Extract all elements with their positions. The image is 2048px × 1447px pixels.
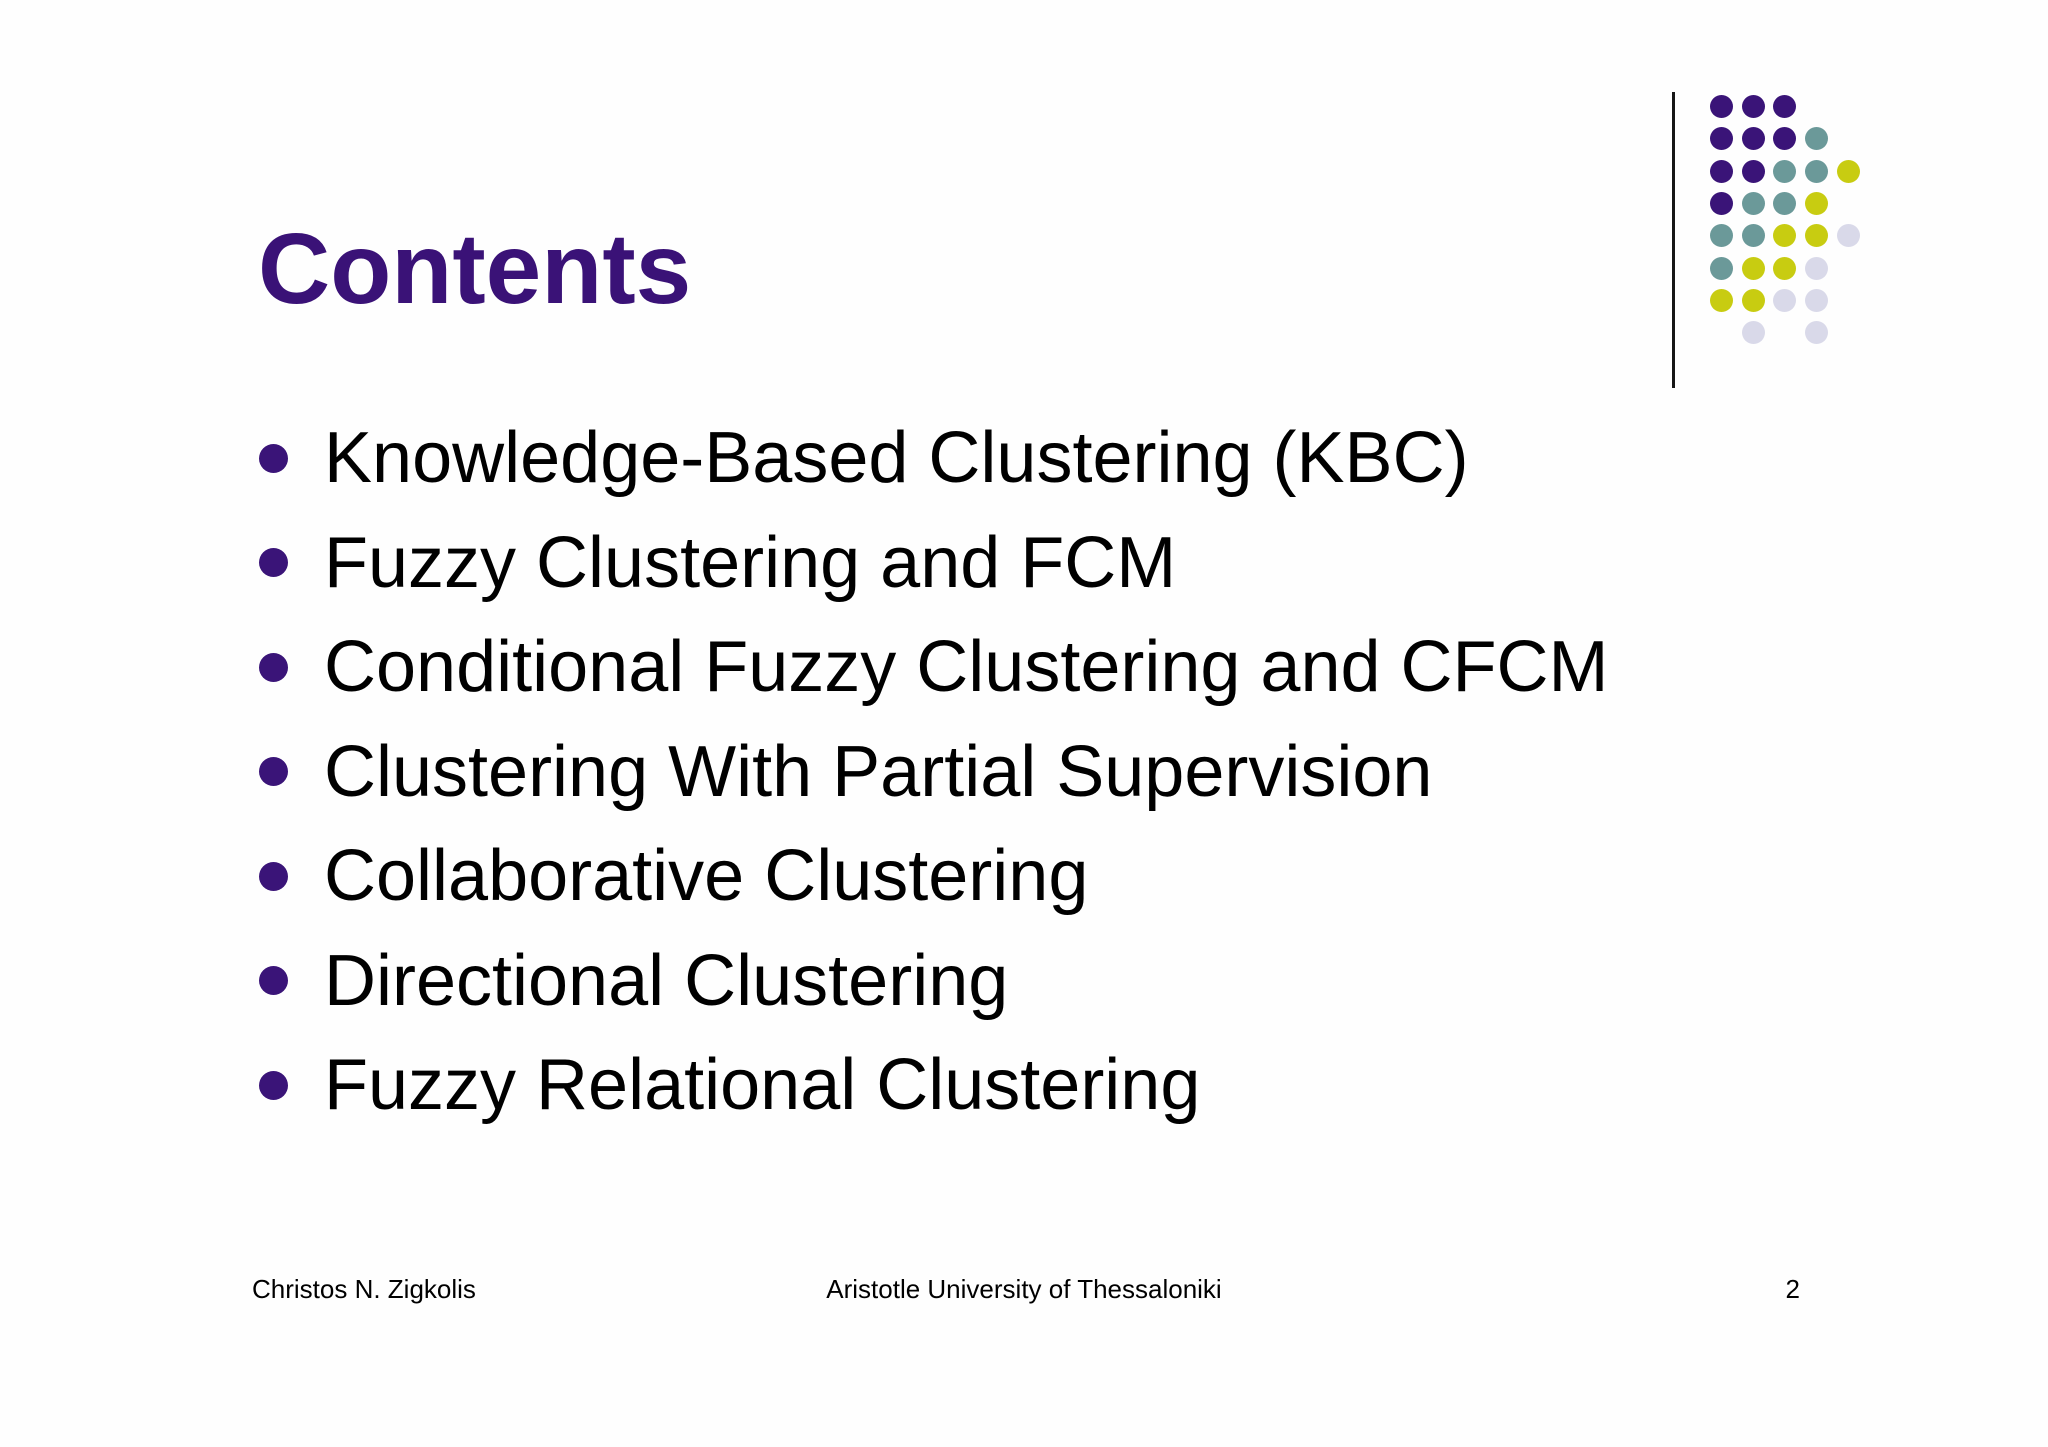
dot-icon [1710, 159, 1733, 183]
dot-icon [1805, 321, 1829, 345]
list-item-label: Knowledge-Based Clustering (KBC) [324, 418, 1469, 499]
dot-icon [1773, 159, 1797, 183]
list-item-label: Directional Clustering [324, 940, 1009, 1021]
dot-icon [1741, 127, 1765, 151]
list-item-label: Clustering With Partial Supervision [324, 731, 1433, 812]
footer: Christos N. Zigkolis Aristotle Universit… [0, 1274, 2048, 1306]
list-item-label: Fuzzy Clustering and FCM [324, 522, 1177, 603]
dot-icon [1805, 127, 1829, 151]
footer-institution: Aristotle University of Thessaloniki [826, 1274, 1222, 1304]
bullet-icon [259, 757, 288, 787]
list-item-label: Collaborative Clustering [324, 836, 1089, 917]
dot-icon [1741, 95, 1765, 118]
dot-icon [1773, 191, 1797, 215]
dot-icon [1805, 224, 1829, 248]
bullet-icon [259, 443, 288, 473]
dot-icon [1741, 288, 1765, 312]
vertical-divider [1672, 92, 1675, 388]
dot-icon [1805, 288, 1829, 312]
bullet-icon [259, 966, 288, 996]
list-item-label: Conditional Fuzzy Clustering and CFCM [324, 627, 1609, 708]
dot-icon [1836, 159, 1860, 183]
dot-icon [1710, 224, 1733, 248]
dot-icon [1773, 127, 1797, 151]
list-item: Collaborative Clustering [259, 824, 1819, 929]
bullet-icon [259, 1070, 288, 1100]
list-item: Conditional Fuzzy Clustering and CFCM [259, 615, 1819, 720]
dot-icon [1741, 256, 1765, 280]
dot-icon [1741, 191, 1765, 215]
dot-icon [1773, 256, 1797, 280]
dot-icon [1710, 191, 1733, 215]
list-item: Knowledge-Based Clustering (KBC) [259, 406, 1819, 511]
page-title: Contents [258, 213, 692, 325]
dot-icon [1710, 256, 1733, 280]
dot-icon [1773, 95, 1797, 118]
dot-icon [1741, 224, 1765, 248]
list-item: Fuzzy Relational Clustering [259, 1033, 1819, 1138]
dot-icon [1773, 224, 1797, 248]
list-item: Clustering With Partial Supervision [259, 720, 1819, 825]
bullet-icon [259, 652, 288, 682]
dot-icon [1773, 288, 1797, 312]
dot-icon [1805, 159, 1829, 183]
bullet-icon [259, 548, 288, 578]
dot-icon [1805, 256, 1829, 280]
dot-icon [1805, 191, 1829, 215]
dot-icon [1836, 224, 1860, 248]
dot-icon [1741, 321, 1765, 345]
list-item: Fuzzy Clustering and FCM [259, 511, 1819, 616]
dot-icon [1710, 127, 1733, 151]
contents-list: Knowledge-Based Clustering (KBC) Fuzzy Cl… [259, 406, 1819, 1138]
footer-page-number: 2 [1785, 1274, 1800, 1304]
list-item-label: Fuzzy Relational Clustering [324, 1045, 1201, 1126]
bullet-icon [259, 861, 288, 891]
dot-icon [1741, 159, 1765, 183]
footer-author: Christos N. Zigkolis [252, 1274, 476, 1304]
dot-icon [1710, 95, 1733, 118]
dot-icon [1710, 288, 1733, 312]
list-item: Directional Clustering [259, 929, 1819, 1034]
dot-matrix-decoration [1710, 95, 1875, 360]
